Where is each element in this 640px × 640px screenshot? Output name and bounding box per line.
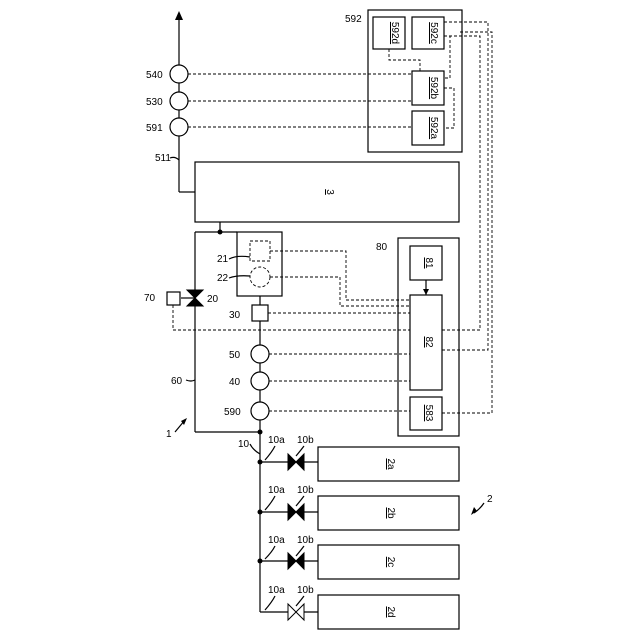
leader-511 (170, 157, 179, 160)
leader-10 (250, 444, 260, 454)
label-10a-1: 10a (268, 435, 285, 446)
label-592d: 592d (389, 22, 400, 44)
label-10b-4: 10b (297, 585, 314, 596)
signal-82-22 (270, 277, 410, 306)
label-10a-3: 10a (268, 535, 285, 546)
label-10a-2: 10a (268, 485, 285, 496)
valve-b-left (288, 504, 296, 520)
outlet-arrow (175, 11, 183, 20)
label-530: 530 (146, 97, 163, 108)
valve-a-left (288, 454, 296, 470)
label-3: 3 (324, 189, 335, 195)
sensor-40 (251, 372, 269, 390)
valve-d-left (288, 604, 296, 620)
label-583: 583 (423, 405, 434, 422)
sensor-50 (251, 345, 269, 363)
label-10b-2: 10b (297, 485, 314, 496)
label-592c: 592c (428, 22, 439, 44)
valve-a-right (296, 454, 304, 470)
arrow-2 (471, 507, 477, 515)
leader-10a-2 (265, 496, 275, 510)
sensor-590 (251, 402, 269, 420)
sensor-530 (170, 92, 188, 110)
block-20 (237, 232, 282, 296)
label-10: 10 (238, 439, 250, 450)
label-70: 70 (144, 293, 156, 304)
label-2c: 2c (385, 557, 396, 568)
label-511: 511 (155, 153, 171, 164)
valve-d-right (296, 604, 304, 620)
label-30: 30 (229, 310, 241, 321)
label-592: 592 (345, 14, 362, 25)
valve-b-right (296, 504, 304, 520)
bypass-valve-upper (187, 290, 203, 298)
label-80: 80 (376, 242, 388, 253)
leader-10a-4 (265, 596, 275, 610)
leader-10a-3 (265, 546, 275, 559)
actuator-70 (167, 292, 180, 305)
label-20: 20 (207, 294, 219, 305)
label-2: 2 (487, 494, 493, 505)
leader-10a-1 (265, 446, 275, 460)
label-21: 21 (217, 254, 229, 265)
label-60: 60 (171, 376, 183, 387)
valve-c-left (288, 553, 296, 569)
label-592b: 592b (428, 77, 439, 100)
label-81: 81 (423, 257, 434, 269)
bypass-valve-lower (187, 298, 203, 306)
label-40: 40 (229, 377, 241, 388)
label-540: 540 (146, 70, 163, 81)
label-10a-4: 10a (268, 585, 285, 596)
label-50: 50 (229, 350, 241, 361)
sensor-540 (170, 65, 188, 83)
signal-70-82 (173, 305, 410, 330)
block-30 (252, 305, 268, 321)
sensor-591 (170, 118, 188, 136)
label-22: 22 (217, 273, 229, 284)
label-592a: 592a (428, 117, 439, 140)
label-2b: 2b (385, 507, 396, 519)
label-2a: 2a (385, 458, 396, 470)
label-10b-1: 10b (297, 435, 314, 446)
label-10b-3: 10b (297, 535, 314, 546)
leader-60 (186, 380, 195, 381)
label-82: 82 (423, 336, 434, 348)
label-2d: 2d (385, 606, 396, 617)
label-591: 591 (146, 123, 163, 134)
label-590: 590 (224, 407, 241, 418)
label-1: 1 (166, 429, 172, 440)
